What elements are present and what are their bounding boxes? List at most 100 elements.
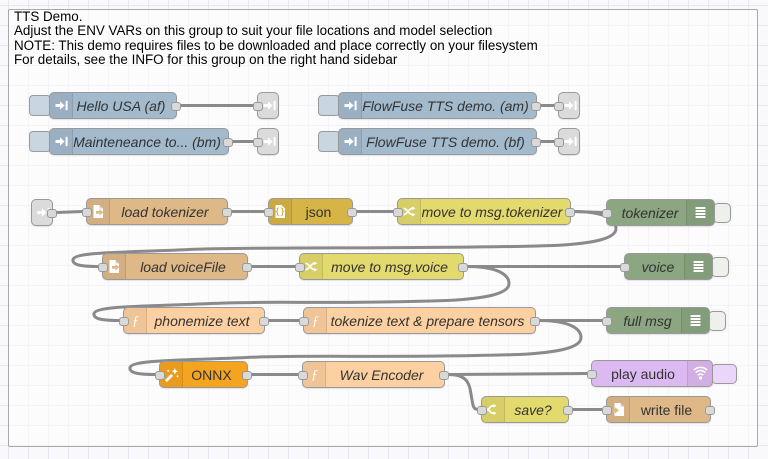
- link-arrow-icon: [258, 129, 280, 154]
- output-port[interactable]: [439, 370, 449, 380]
- shuffle-icon: [398, 199, 421, 224]
- input-port[interactable]: [554, 101, 564, 111]
- play-audio[interactable]: play audio: [587, 360, 713, 387]
- inject-hello-usa-button[interactable]: [29, 95, 51, 116]
- output-port[interactable]: [222, 207, 232, 217]
- wire[interactable]: [446, 373, 480, 411]
- node-label: json: [305, 203, 332, 220]
- wire[interactable]: [54, 210, 85, 214]
- inject-flowfuse-am-button[interactable]: [318, 95, 340, 116]
- input-port[interactable]: [253, 137, 263, 147]
- inject-arrow-icon: [50, 93, 73, 118]
- input-port[interactable]: [587, 369, 597, 379]
- node-label: Hello USA (af): [76, 97, 166, 114]
- output-port[interactable]: [259, 316, 269, 326]
- inject-hello-usa[interactable]: Hello USA (af): [49, 92, 181, 119]
- input-port[interactable]: [393, 207, 403, 217]
- input-port[interactable]: [602, 405, 612, 415]
- link-in-1[interactable]: [31, 199, 57, 226]
- switch-save[interactable]: save?: [477, 396, 573, 423]
- output-port[interactable]: [223, 137, 233, 147]
- file-in-icon: [607, 397, 630, 422]
- output-port[interactable]: [242, 262, 252, 272]
- debug-tokenizer-button[interactable]: [713, 202, 731, 223]
- output-port[interactable]: [705, 405, 715, 415]
- file-out-icon: [87, 199, 110, 224]
- output-port[interactable]: [242, 370, 252, 380]
- file-write[interactable]: write file: [602, 396, 715, 423]
- input-port[interactable]: [477, 405, 487, 415]
- input-port[interactable]: [602, 208, 612, 218]
- output-port[interactable]: [531, 137, 541, 147]
- input-port[interactable]: [298, 370, 308, 380]
- output-port[interactable]: [565, 207, 575, 217]
- wire[interactable]: [446, 372, 590, 376]
- file-load-voicefile[interactable]: load voiceFile: [98, 253, 252, 280]
- output-port[interactable]: [47, 208, 57, 218]
- input-port[interactable]: [119, 316, 129, 326]
- debug-tokenizer[interactable]: tokenizer: [602, 199, 715, 226]
- input-port[interactable]: [253, 101, 263, 111]
- output-port[interactable]: [458, 262, 468, 272]
- file-load-tokenizer[interactable]: load tokenizer: [82, 198, 232, 225]
- node-label: load voiceFile: [140, 258, 226, 275]
- input-port[interactable]: [295, 262, 305, 272]
- link-arrow-icon: [559, 129, 581, 154]
- output-port[interactable]: [563, 405, 573, 415]
- debug-full-msg-button[interactable]: [708, 310, 726, 331]
- output-port[interactable]: [171, 101, 181, 111]
- json-node[interactable]: {} json: [264, 198, 357, 225]
- input-port[interactable]: [98, 262, 108, 272]
- inject-maintenance[interactable]: Mainteneance to... (bm): [49, 128, 233, 155]
- inject-arrow-icon: [50, 129, 73, 154]
- link-out-3[interactable]: [554, 92, 581, 119]
- output-port[interactable]: [531, 101, 541, 111]
- svg-text:{}: {}: [274, 208, 284, 218]
- node-label: save?: [514, 401, 552, 418]
- function-f-icon: ƒ: [304, 308, 327, 333]
- func-tokenize[interactable]: ƒ tokenize text & prepare tensors: [299, 307, 540, 334]
- input-port[interactable]: [155, 370, 165, 380]
- wire[interactable]: [71, 210, 618, 268]
- node-label: Mainteneance to... (bm): [73, 133, 221, 150]
- onnx-node[interactable]: ONNX: [155, 361, 252, 388]
- node-label: tokenize text & prepare tensors: [330, 312, 525, 329]
- play-audio-button[interactable]: [711, 363, 737, 384]
- input-port[interactable]: [82, 207, 92, 217]
- output-port[interactable]: [347, 207, 357, 217]
- inject-flowfuse-am[interactable]: FlowFuse TTS demo. (am): [338, 92, 541, 119]
- link-out-4[interactable]: [554, 128, 581, 155]
- inject-maintenance-button[interactable]: [29, 131, 51, 152]
- input-port[interactable]: [264, 207, 274, 217]
- change-move-voice[interactable]: move to msg.voice: [295, 253, 468, 280]
- node-label: phonemize text: [154, 312, 250, 329]
- node-label: ONNX: [191, 366, 232, 383]
- node-label: full msg: [623, 312, 672, 329]
- output-port[interactable]: [530, 316, 540, 326]
- change-move-tokenizer[interactable]: move to msg.tokenizer: [393, 198, 575, 225]
- debug-voice-button[interactable]: [711, 256, 729, 277]
- input-port[interactable]: [554, 137, 564, 147]
- link-arrow-icon: [258, 93, 280, 118]
- wire[interactable]: [128, 319, 583, 376]
- inject-flowfuse-bf-button[interactable]: [318, 131, 340, 152]
- link-out-2[interactable]: [253, 128, 280, 155]
- inject-flowfuse-bf[interactable]: FlowFuse TTS demo. (bf): [338, 128, 541, 155]
- wire[interactable]: [92, 265, 511, 322]
- link-arrow-icon: [559, 93, 581, 118]
- node-label: move to msg.voice: [331, 258, 448, 275]
- link-out-1[interactable]: [253, 92, 280, 119]
- debug-voice[interactable]: voice: [620, 253, 713, 280]
- input-port[interactable]: [299, 316, 309, 326]
- group-info-text: TTS Demo. Adjust the ENV VARs on this gr…: [14, 9, 538, 68]
- svg-text:ƒ: ƒ: [311, 367, 318, 382]
- svg-text:ƒ: ƒ: [312, 313, 319, 328]
- input-port[interactable]: [602, 316, 612, 326]
- debug-full-msg[interactable]: full msg: [602, 307, 710, 334]
- input-port[interactable]: [620, 262, 630, 272]
- inject-arrow-icon: [339, 129, 362, 154]
